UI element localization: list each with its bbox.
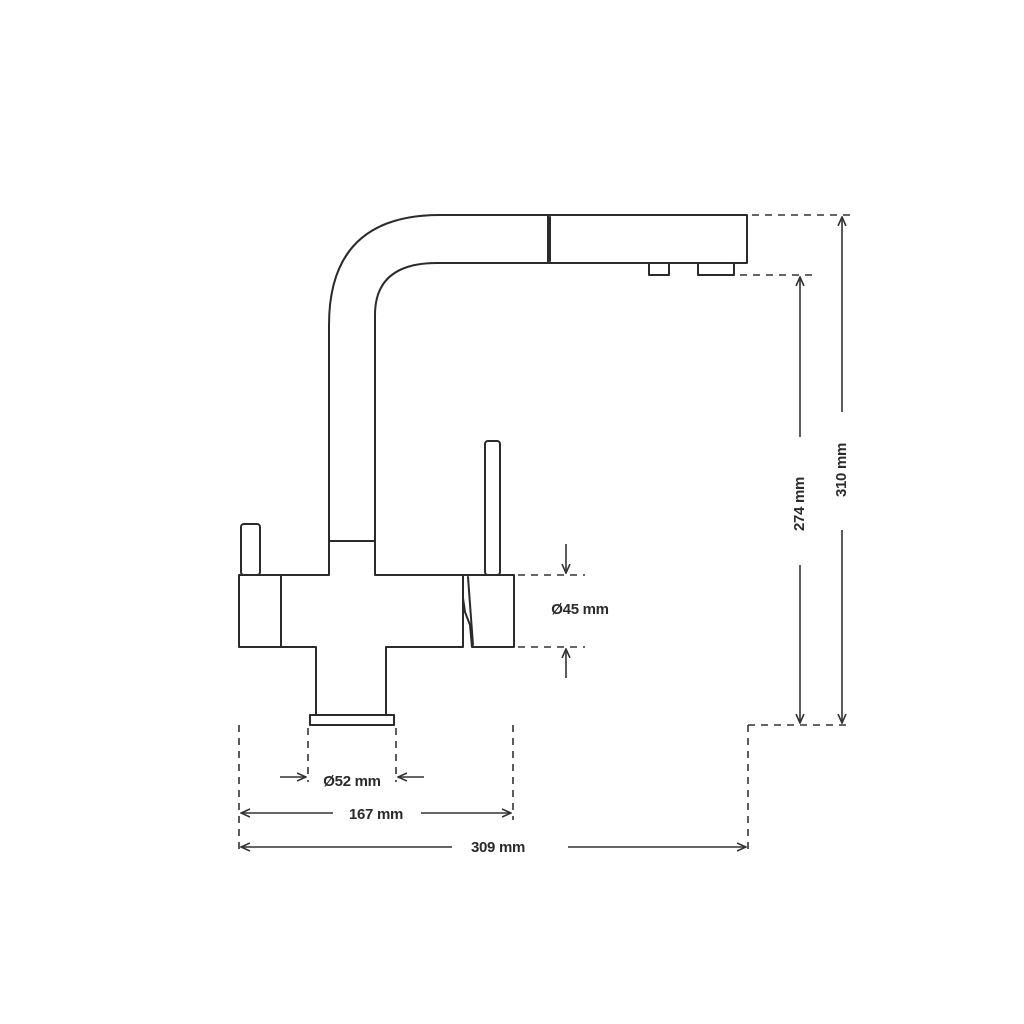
right-handle-joint [467,576,474,646]
extension-lines [238,214,850,852]
label-spout-height: 274 mm [791,477,808,531]
label-body-diameter: Ø45 mm [551,601,608,618]
label-overall-width: 309 mm [471,839,525,856]
dimension-labels: 310 mm 274 mm Ø45 mm Ø52 mm 167 mm 309 m… [323,443,850,856]
left-handle-cap [238,574,282,648]
label-base-span: 167 mm [349,806,403,823]
aerator-nozzle-right [697,262,735,276]
right-lever [484,440,501,576]
spout-inner-edge [374,262,650,546]
spout-outer-edge [328,214,748,546]
label-overall-height: 310 mm [833,443,850,497]
label-base-diameter: Ø52 mm [323,773,380,790]
faucet-body [280,544,464,716]
right-handle-cap [462,574,515,648]
faucet-outline [238,214,748,726]
left-lever [240,523,261,576]
dimension-lines [241,217,842,847]
base-plate [309,714,395,726]
aerator-nozzle-left [648,262,670,276]
